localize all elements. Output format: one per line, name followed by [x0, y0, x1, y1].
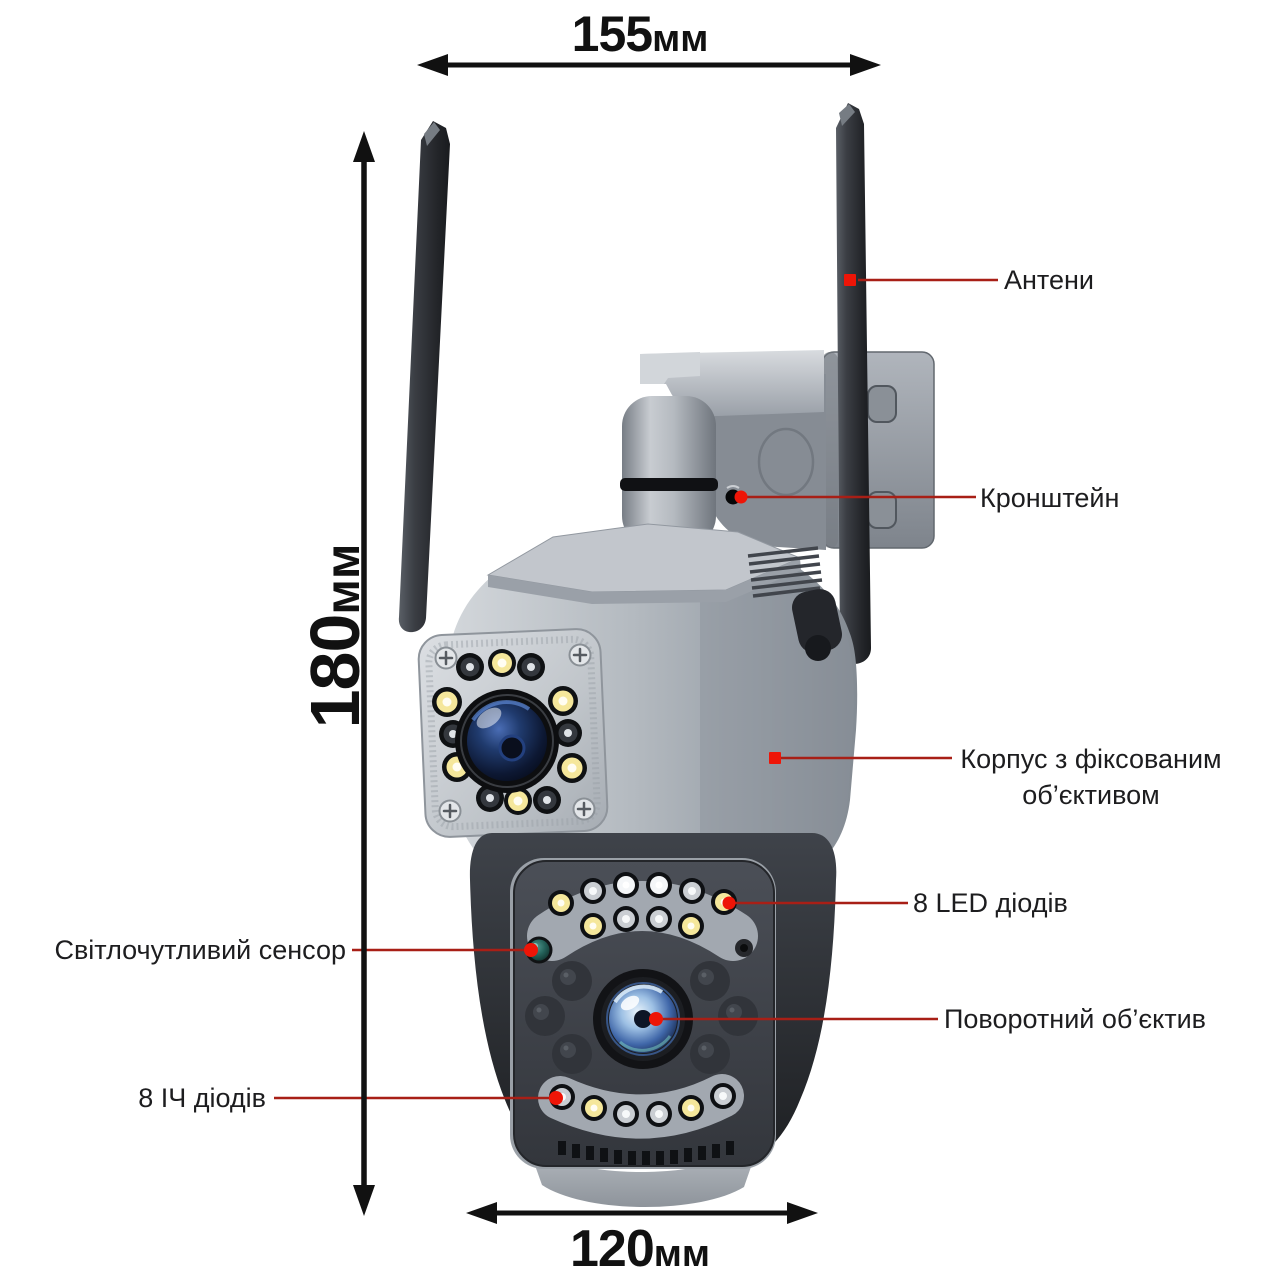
- annotation-rotating-lens-label: Поворотний об’єктив: [944, 1004, 1207, 1034]
- fixed-lens-module: [417, 628, 609, 838]
- dimension-width-bottom-label: 120мм: [460, 1220, 820, 1280]
- fixed-lens: [455, 689, 559, 793]
- dimension-bottom-value: 120: [570, 1220, 655, 1278]
- dimension-arrow-bottom: [466, 1202, 818, 1224]
- dimension-left-unit: мм: [317, 543, 370, 615]
- leader-rotating-lens: [649, 1012, 938, 1026]
- mic-hole: [735, 939, 753, 957]
- antenna-left: [398, 121, 450, 633]
- annotation-ir-diodes-label: 8 ІЧ діодів: [138, 1083, 266, 1113]
- antenna-right: [836, 103, 871, 664]
- dimension-width-top-label: 155мм: [460, 6, 820, 67]
- leader-antennas: [844, 274, 998, 286]
- dimension-arrow-left: [353, 131, 375, 1216]
- annotation-antennas-label: Антени: [1004, 265, 1094, 295]
- leader-fixed-lens-body: [769, 752, 952, 764]
- marker-antennas: [844, 274, 856, 286]
- dimension-top-value: 155: [571, 6, 653, 62]
- module-led-ring: [432, 649, 587, 815]
- annotation-led-diodes-label: 8 LED діодів: [913, 888, 1068, 918]
- dimension-left-value: 180: [296, 614, 374, 729]
- ptz-module: [469, 833, 837, 1208]
- marker-fixed-lens-body: [769, 752, 781, 764]
- marker-led-diodes: [722, 896, 736, 910]
- dimension-height-left-label: 180мм: [293, 476, 377, 796]
- bracket-slot: [867, 385, 897, 423]
- dimension-top-unit: мм: [652, 18, 709, 60]
- annotation-light-sensor-label: Світлочутливий сенсор: [54, 935, 346, 965]
- marker-light-sensor: [524, 943, 538, 957]
- marker-bracket: [734, 490, 748, 504]
- vent-grill: [558, 1141, 734, 1165]
- antenna-hinge: [792, 589, 842, 661]
- leader-ir-diodes: [274, 1091, 563, 1105]
- heatsink-fins: [747, 546, 823, 598]
- leader-light-sensor: [352, 943, 538, 957]
- ptz-lens: [593, 969, 693, 1069]
- module-screws: [434, 643, 596, 823]
- ir-led-array: [525, 961, 758, 1074]
- annotation-bracket-label: Кронштейн: [980, 483, 1120, 513]
- marker-ir-diodes: [549, 1091, 563, 1105]
- dimension-bottom-unit: мм: [653, 1233, 710, 1275]
- dimension-arrow-top: [417, 54, 881, 76]
- leader-bracket: [734, 490, 976, 504]
- marker-rotating-lens: [649, 1012, 663, 1026]
- led-strip-top: [527, 881, 758, 961]
- leader-led-diodes: [722, 896, 908, 910]
- annotation-fixed-lens-body-label: Корпус з фіксованим об’єктивом: [960, 744, 1222, 810]
